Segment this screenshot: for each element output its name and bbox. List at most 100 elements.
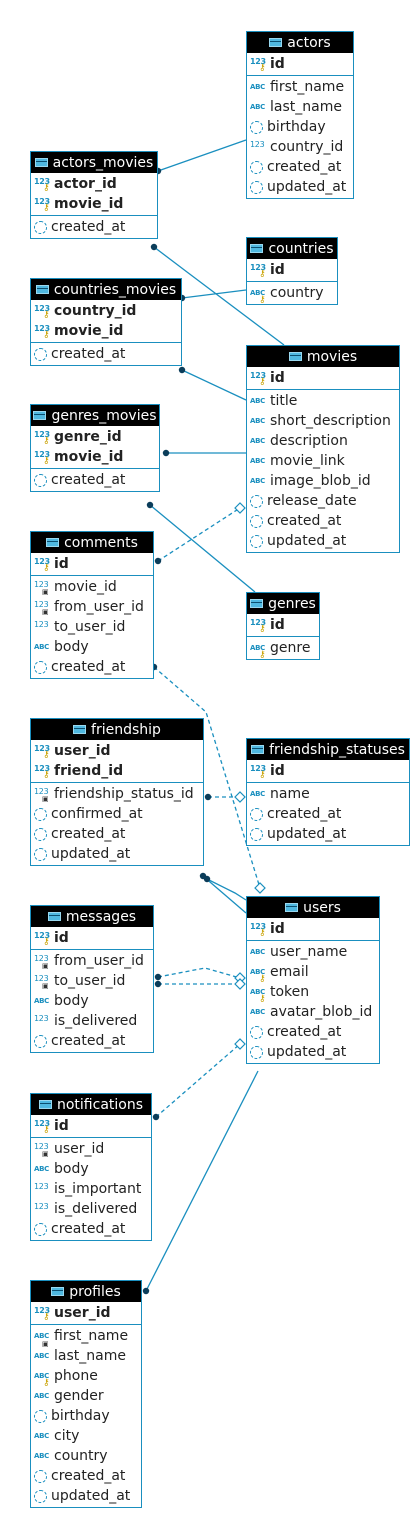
table-header[interactable]: messages — [31, 906, 153, 927]
column-row[interactable]: 123⚷id — [247, 260, 337, 280]
table-header[interactable]: users — [247, 897, 379, 918]
column-row[interactable]: updated_at — [247, 531, 399, 551]
column-row[interactable]: created_at — [247, 157, 353, 177]
column-row[interactable]: ABC⚷token — [247, 982, 379, 1004]
column-row[interactable]: 123⚷country_id — [31, 301, 181, 321]
column-row[interactable]: updated_at — [247, 1042, 379, 1062]
column-row[interactable]: 123⚷movie_id — [31, 447, 159, 467]
link-countries-movies-movies[interactable] — [178, 366, 247, 401]
column-row[interactable]: 123⚷id — [247, 919, 379, 939]
column-row[interactable]: 123⚷id — [31, 1116, 151, 1136]
column-row[interactable]: 123▣to_user_id — [31, 971, 153, 991]
column-row[interactable]: birthday — [31, 1406, 141, 1426]
table-header[interactable]: genres_movies — [31, 405, 159, 426]
table-header[interactable]: comments — [31, 532, 153, 553]
column-row[interactable]: created_at — [31, 824, 203, 844]
column-row[interactable]: created_at — [31, 1466, 141, 1486]
column-row[interactable]: created_at — [247, 804, 409, 824]
column-row[interactable]: updated_at — [247, 824, 409, 844]
column-row[interactable]: 123▣movie_id — [31, 577, 153, 597]
column-row[interactable]: 123⚷id — [31, 554, 153, 574]
link-messages-from-user[interactable] — [154, 967, 246, 984]
column-row[interactable]: created_at — [31, 470, 159, 490]
column-row[interactable]: 123⚷genre_id — [31, 427, 159, 447]
column-row[interactable]: 123⚷user_id — [31, 741, 203, 761]
column-row[interactable]: ABC⚷phone — [31, 1366, 141, 1388]
column-row[interactable]: 123▣from_user_id — [31, 597, 153, 617]
column-row[interactable]: created_at — [31, 1219, 151, 1239]
column-row[interactable]: 123▣user_id — [31, 1139, 151, 1159]
link-comments-movies[interactable] — [154, 502, 246, 565]
column-row[interactable]: 123⚷id — [247, 761, 409, 781]
table-header[interactable]: genres — [247, 593, 319, 614]
column-row[interactable]: ABC▣first_name — [31, 1326, 141, 1348]
column-row[interactable]: 123⚷friend_id — [31, 761, 203, 781]
column-row[interactable]: ABC⚷country — [247, 283, 337, 305]
column-row[interactable]: created_at — [31, 344, 181, 364]
column-row[interactable]: 123⚷movie_id — [31, 194, 157, 214]
column-row[interactable]: confirmed_at — [31, 804, 203, 824]
column-row[interactable]: created_at — [247, 1022, 379, 1042]
column-row[interactable]: updated_at — [31, 844, 203, 864]
table-header[interactable]: profiles — [31, 1281, 141, 1302]
table-header[interactable]: notifications — [31, 1094, 151, 1115]
link-actors-movies-actors[interactable] — [154, 139, 247, 175]
column-row[interactable]: 123⚷id — [31, 928, 153, 948]
link-messages-to-user[interactable] — [154, 978, 246, 990]
column-row[interactable]: created_at — [31, 657, 153, 677]
column-row[interactable]: 123⚷user_id — [31, 1303, 141, 1323]
link-notifications-users[interactable] — [152, 1038, 246, 1121]
column-row[interactable]: 123⚷id — [247, 54, 353, 74]
link-actors-movies-movies[interactable] — [150, 243, 285, 346]
column-row[interactable]: created_at — [31, 1031, 153, 1051]
column-row[interactable]: birthday — [247, 117, 353, 137]
column-row[interactable]: 123▣friendship_status_id — [31, 784, 203, 804]
column-row[interactable]: release_date — [247, 491, 399, 511]
column-row[interactable]: ABC⚷email — [247, 962, 379, 984]
table-header[interactable]: actors_movies — [31, 152, 157, 173]
column-row[interactable]: 123⚷actor_id — [31, 174, 157, 194]
table-header[interactable]: movies — [247, 346, 399, 367]
column-row[interactable]: 123▣from_user_id — [31, 951, 153, 971]
column-row[interactable]: updated_at — [31, 1486, 141, 1506]
table-header[interactable]: actors — [247, 32, 353, 53]
link-genres-movies-movies[interactable] — [162, 449, 246, 457]
column-row[interactable]: 123⚷id — [247, 615, 319, 635]
column-row[interactable]: 123⚷movie_id — [31, 321, 181, 341]
column-row[interactable]: created_at — [31, 217, 157, 237]
column-row[interactable]: updated_at — [247, 177, 353, 197]
table-header[interactable]: friendship_statuses — [247, 739, 409, 760]
table-header[interactable]: countries — [247, 238, 337, 259]
